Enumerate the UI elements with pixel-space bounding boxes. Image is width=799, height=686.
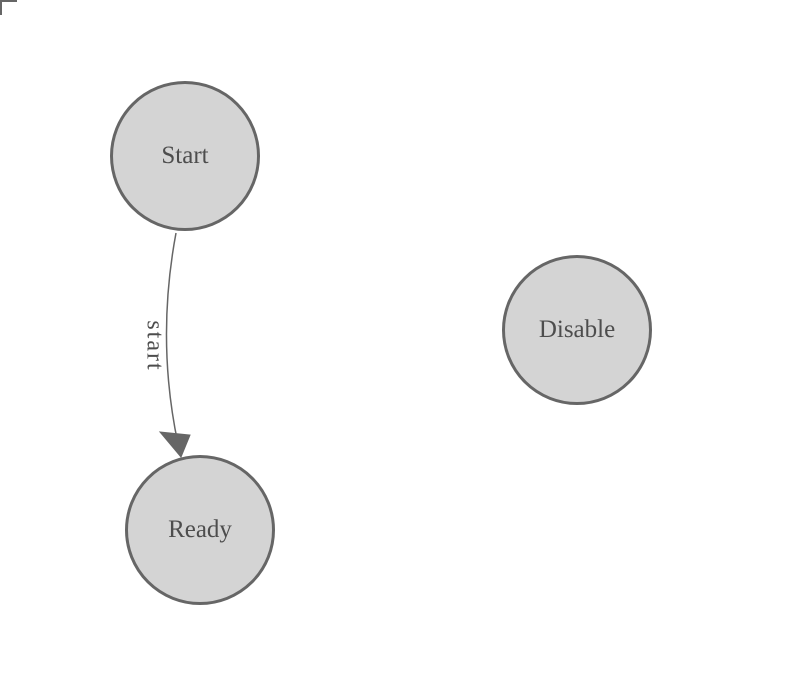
node-ready-label: Ready [168, 516, 232, 543]
node-start-label: Start [161, 142, 209, 169]
corner-mark-horizontal-line [0, 0, 17, 2]
node-ready[interactable]: Ready [125, 455, 275, 605]
edge-arrowhead-icon [158, 431, 191, 458]
corner-mark-vertical-line [0, 0, 2, 15]
edge-label-start: start [141, 320, 168, 372]
node-disable-label: Disable [538, 316, 616, 343]
node-start[interactable]: Start [110, 81, 260, 231]
node-disable[interactable]: Disable [502, 255, 652, 405]
edge-start-to-ready[interactable] [165, 232, 179, 445]
